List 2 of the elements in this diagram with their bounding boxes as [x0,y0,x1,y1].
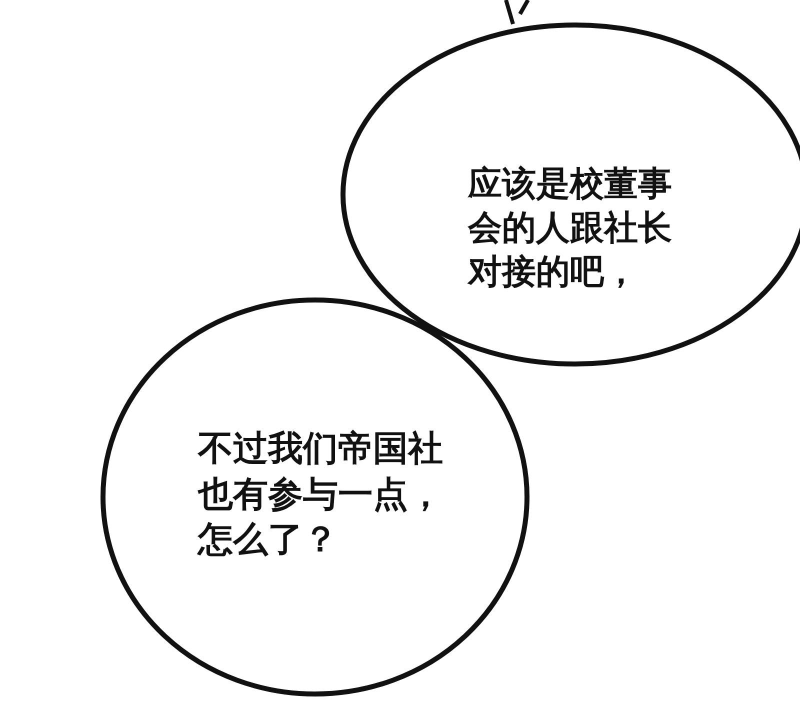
dialogue-text: 不过我们帝国社也有参与一点，怎么了？ [198,428,444,562]
dialogue-text: 应该是校董事会的人跟社长对接的吧， [468,163,673,294]
